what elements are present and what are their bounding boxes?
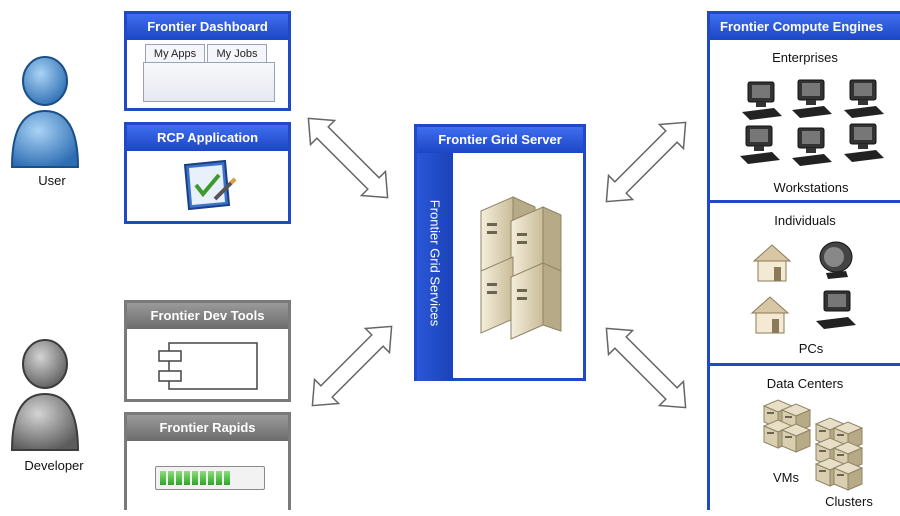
arrow-dashboard-server [307, 117, 389, 199]
user-actor: User [8, 55, 82, 200]
progress-segment [192, 471, 198, 485]
user-label: User [38, 173, 66, 188]
compute-engines-panel[interactable]: Frontier Compute Engines Enterprises Wor… [707, 11, 900, 510]
dashboard-content-area [143, 62, 275, 102]
devtools-title: Frontier Dev Tools [127, 303, 288, 329]
rcp-panel[interactable]: RCP Application [124, 122, 291, 224]
progress-bar [155, 466, 265, 490]
clipboard-check-icon [183, 159, 237, 211]
workstations-label: Workstations [773, 180, 849, 195]
dashboard-panel[interactable]: Frontier Dashboard My Apps My Jobs [124, 11, 291, 111]
individuals-section: Individuals PCs [710, 203, 900, 366]
rapids-panel[interactable]: Frontier Rapids [124, 412, 291, 510]
dashboard-title: Frontier Dashboard [127, 14, 288, 40]
grid-server-title: Frontier Grid Server [417, 127, 583, 153]
progress-segment [160, 471, 166, 485]
enterprises-section: Enterprises Workstations [710, 40, 900, 203]
progress-segment [208, 471, 214, 485]
grid-services-label: Frontier Grid Services [427, 199, 443, 327]
user-icon [10, 56, 80, 168]
enterprises-title: Enterprises [772, 50, 838, 65]
pcs-label: PCs [798, 341, 824, 356]
grid-server-panel[interactable]: Frontier Grid Server Frontier Grid Servi… [414, 124, 586, 381]
pcs-icon [751, 241, 856, 334]
progress-segment [176, 471, 182, 485]
developer-actor: Developer [8, 338, 108, 483]
compute-engines-title: Frontier Compute Engines [710, 14, 900, 40]
progress-segment [224, 471, 230, 485]
progress-segment [168, 471, 174, 485]
progress-segment [216, 471, 222, 485]
arrow-server-datacenters [605, 327, 687, 409]
vms-label: VMs [773, 470, 799, 485]
server-rack-icon [480, 196, 562, 340]
pc-monitor [819, 241, 853, 279]
devtools-panel[interactable]: Frontier Dev Tools [124, 300, 291, 402]
developer-label: Developer [24, 458, 84, 473]
progress-segment [200, 471, 206, 485]
tab-my-jobs[interactable]: My Jobs [207, 44, 267, 63]
developer-icon [10, 339, 80, 451]
workstations-icon [739, 79, 885, 167]
arrow-server-enterprises [605, 121, 687, 203]
dashboard-tabs: My Apps My Jobs [141, 40, 277, 104]
arrow-devtools-server [311, 325, 393, 407]
component-icon [158, 342, 258, 390]
individuals-title: Individuals [774, 213, 836, 228]
rcp-title: RCP Application [127, 125, 288, 151]
clusters-label: Clusters [825, 494, 873, 509]
datacenters-section: Data Centers VMs Clusters [710, 366, 900, 516]
datacenters-title: Data Centers [766, 376, 844, 391]
grid-services-bar: Frontier Grid Services [417, 153, 453, 381]
progress-segment [184, 471, 190, 485]
rapids-title: Frontier Rapids [127, 415, 288, 441]
tab-my-apps[interactable]: My Apps [145, 44, 205, 63]
